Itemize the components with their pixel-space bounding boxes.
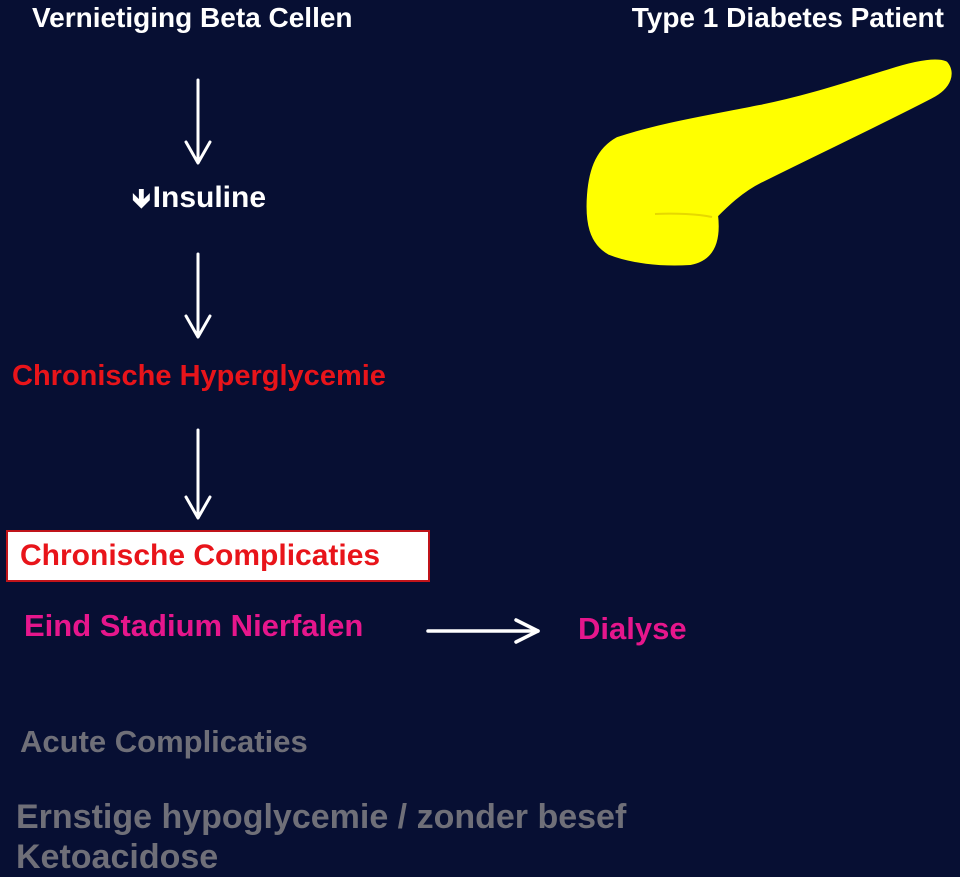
title-beta-cell-destruction: Vernietiging Beta Cellen bbox=[32, 2, 353, 33]
arrow-right-icon bbox=[426, 618, 540, 644]
arrow-down-bold-icon: 🡻 bbox=[132, 183, 151, 213]
insuline-label: 🡻Insuline bbox=[132, 180, 266, 224]
nierfalen-label: Eind Stadium Nierfalen bbox=[24, 608, 364, 643]
acute-heading: Acute Complicaties bbox=[20, 724, 308, 759]
arrow-down-icon bbox=[184, 252, 212, 339]
arrow-down-icon bbox=[184, 78, 212, 165]
arrow-down-icon bbox=[184, 428, 212, 520]
dialyse-label: Dialyse bbox=[578, 611, 687, 646]
acute-item-ketoacidose: Ketoacidose bbox=[16, 838, 219, 876]
insuline-text: Insuline bbox=[152, 181, 267, 214]
complicaties-box bbox=[6, 530, 430, 582]
hyperglycemie-label: Chronische Hyperglycemie bbox=[12, 360, 386, 392]
title-patient: Type 1 Diabetes Patient bbox=[631, 2, 944, 33]
complicaties-label: Chronische Complicaties bbox=[20, 539, 381, 572]
acute-item-hypoglycemie: Ernstige hypoglycemie / zonder besef bbox=[16, 798, 627, 836]
pancreas-icon bbox=[586, 59, 952, 266]
